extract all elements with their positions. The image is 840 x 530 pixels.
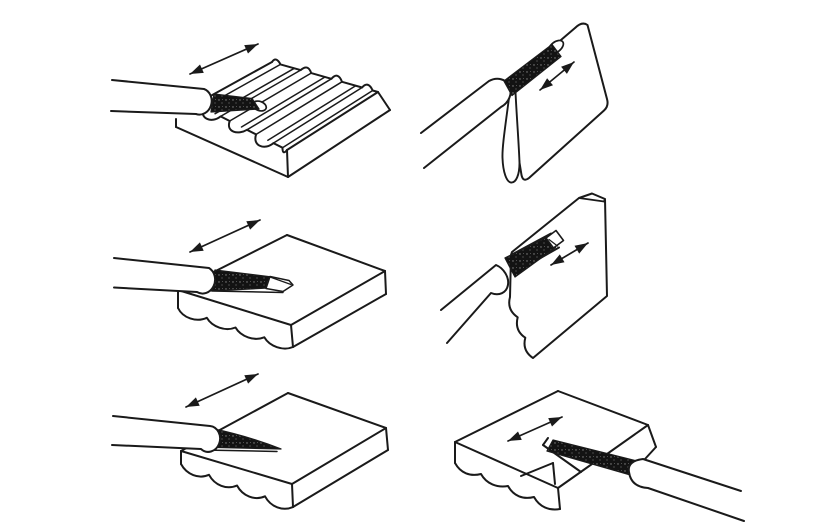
double-arrow-icon xyxy=(189,43,259,75)
gouge-blade xyxy=(503,43,562,97)
double-arrow-icon xyxy=(507,416,563,442)
grooved-upright-slab xyxy=(508,192,608,359)
v-tool-tip xyxy=(265,275,294,293)
v-tool-tip-edge xyxy=(269,276,292,286)
panel-pointed-blade-on-flat-stone xyxy=(111,373,389,510)
flute-lines xyxy=(202,63,374,149)
tool-handle xyxy=(113,257,217,295)
tool-handle xyxy=(440,264,510,344)
slip-cone xyxy=(501,89,521,184)
panel-v-tool-on-flat-stone xyxy=(113,219,387,350)
double-arrow-icon xyxy=(185,373,259,408)
tool-handle xyxy=(110,79,213,116)
stone-slab xyxy=(506,22,609,181)
slab-top-edge xyxy=(578,197,605,203)
fluted-stone-block xyxy=(175,58,391,178)
double-arrow-icon xyxy=(550,242,589,266)
tool-handle xyxy=(627,458,745,522)
panel-gouge-on-fluted-stone xyxy=(110,43,391,178)
gouge-blade xyxy=(210,93,260,113)
panel-chisel-in-recessed-stone xyxy=(454,390,745,522)
panel-tool-in-grooved-slab xyxy=(440,192,608,359)
double-arrow-icon xyxy=(189,219,261,253)
slab-top-corner xyxy=(603,198,606,203)
panel-gouge-on-stone-edge xyxy=(420,22,609,184)
tool-blade xyxy=(504,235,557,278)
groove-end-notch-inner xyxy=(548,238,559,247)
blade-under-edge xyxy=(211,290,284,294)
groove-end-notch xyxy=(545,229,565,249)
tool-handle xyxy=(111,415,222,453)
double-arrow-icon xyxy=(539,61,575,91)
recessed-stone-block xyxy=(454,390,657,511)
